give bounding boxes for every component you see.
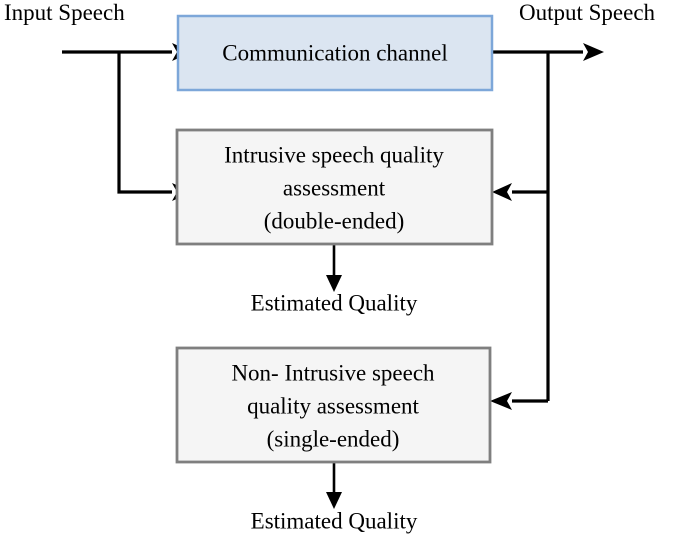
block-non-intrusive-assessment[interactable]: Non- Intrusive speech quality assessment… [175,346,492,464]
arrowhead-output-to-non-intrusive [490,392,512,410]
arrowhead-intrusive-to-estimated-quality [326,275,342,292]
wire-channel-to-output [492,43,604,61]
block-communication-channel[interactable]: Communication channel [176,14,494,92]
arrowhead-output-to-intrusive [492,183,512,201]
input-speech-label: Input Speech [4,0,125,25]
output-speech-label: Output Speech [519,0,656,25]
communication-channel-box[interactable] [176,14,494,92]
non-intrusive-assessment-label-line-1: Non- Intrusive speech [231,360,435,385]
estimated-quality-label-intrusive: Estimated Quality [251,290,418,315]
non-intrusive-assessment-box[interactable] [175,346,492,464]
arrowhead-non-intrusive-to-estimated-quality [326,492,342,509]
intrusive-assessment-label-line-1: Intrusive speech quality [224,142,444,167]
arrowhead-channel-to-output [583,43,604,61]
block-intrusive-assessment[interactable]: Intrusive speech quality assessment (dou… [175,128,494,246]
wire-output-to-intrusive [492,183,548,201]
estimated-quality-label-non-intrusive: Estimated Quality [251,508,418,533]
wire-intrusive-to-estimated-quality [326,244,342,292]
intrusive-assessment-box[interactable] [175,128,494,246]
intrusive-assessment-label-line-2: assessment [283,175,386,200]
wire-non-intrusive-to-estimated-quality [326,462,342,509]
wire-input-to-channel [62,43,192,61]
non-intrusive-assessment-label-line-2: quality assessment [247,393,419,418]
intrusive-assessment-label-line-3: (double-ended) [264,208,405,233]
non-intrusive-assessment-label-line-3: (single-ended) [267,426,400,451]
communication-channel-label: Communication channel [222,40,447,65]
wire-output-to-non-intrusive [490,392,548,410]
